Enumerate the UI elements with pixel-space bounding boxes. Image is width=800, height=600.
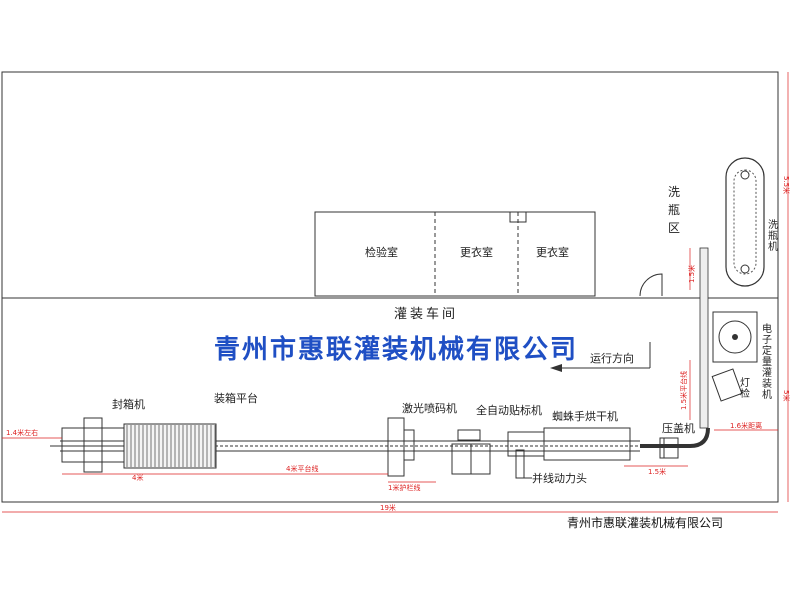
- company-watermark: 青州市惠联灌装机械有限公司: [214, 334, 578, 365]
- filler-center: [732, 334, 738, 340]
- conveyor-curve: [640, 427, 710, 448]
- bottle-washer-body: [725, 157, 765, 287]
- labeler-label: 全自动贴标机: [476, 403, 542, 417]
- laser-coder: [387, 417, 415, 477]
- right-vertical-conveyor: [640, 247, 710, 448]
- door-arc: [639, 273, 663, 297]
- merge-head-label: 并线动力头: [532, 471, 587, 485]
- bottle-washer-sprocket-bottom: [740, 264, 750, 274]
- cap-feeder: [711, 368, 743, 402]
- laser-coder-label: 激光喷码机: [402, 401, 457, 415]
- case-sealer-label: 封箱机: [112, 397, 145, 411]
- case-sealer-frame: [61, 427, 125, 463]
- filler-frame: [712, 311, 758, 363]
- capper-label: 压盖机: [662, 421, 695, 435]
- laser-coder-body: [387, 417, 405, 477]
- filler-machine: [712, 311, 758, 363]
- room-block-outline: [314, 211, 596, 297]
- packing-platform-body: [123, 423, 217, 469]
- building-outline: [1, 71, 779, 503]
- labeler: [451, 429, 491, 475]
- direction-label: 运行方向: [590, 351, 634, 365]
- dim-right-gap: 1.6米距离: [730, 421, 762, 430]
- filler-label: 电子定量灌装机: [762, 322, 772, 401]
- dryer-body: [543, 427, 631, 461]
- cap-feeder-label: 灯检: [740, 377, 750, 400]
- dimension-lines: [2, 72, 789, 513]
- dim-vertical-2: 1.5米平台线: [679, 371, 688, 410]
- room-inspection-label: 检验室: [365, 245, 398, 259]
- dim-guard-length: 1米护栏线: [388, 483, 420, 492]
- packing-platform: [123, 423, 217, 469]
- dim-right-lower: 5米: [782, 390, 791, 401]
- bottle-washer-sprocket-top: [740, 170, 750, 180]
- footer-company: 青州市惠联灌装机械有限公司: [567, 515, 723, 530]
- dim-total-width: 19米: [380, 503, 396, 512]
- dryer-inlet: [507, 431, 545, 457]
- dim-capper-length: 1.5米: [648, 467, 666, 476]
- dim-conveyor-length: 4米平台线: [286, 464, 318, 473]
- bottle-washer-track: [733, 169, 757, 275]
- upper-zone-outline: [1, 71, 779, 299]
- case-sealer-core: [83, 417, 103, 473]
- filling-workshop-label: 灌装车间: [394, 306, 458, 322]
- room-changing-1-label: 更衣室: [460, 245, 493, 259]
- bottle-washer: [725, 157, 765, 287]
- packing-platform-label: 装箱平台: [214, 391, 258, 405]
- dim-right-upper: 5.5米: [782, 176, 791, 194]
- door-notch: [509, 212, 527, 223]
- filler-turret: [718, 320, 752, 354]
- dim-left-gap: 1.4米左右: [6, 428, 38, 437]
- merge-head-body: [515, 449, 525, 479]
- vertical-conveyor-body: [699, 247, 709, 429]
- room-changing-2-label: 更衣室: [536, 245, 569, 259]
- laser-coder-head: [403, 429, 415, 461]
- labeler-head: [457, 429, 481, 441]
- capper-body: [659, 437, 679, 459]
- dryer-label: 蜘蛛手烘干机: [552, 409, 618, 423]
- direction-arrow: 运行方向: [550, 342, 651, 372]
- workshop-outline: [1, 297, 779, 503]
- dim-vertical-1: 1.5米: [687, 265, 696, 283]
- dim-packing-length: 4米: [132, 473, 143, 482]
- bottle-washer-label: 洗瓶机: [768, 219, 778, 253]
- bottle-wash-area-label: 洗瓶区: [668, 185, 680, 235]
- packing-platform-hatch: [126, 425, 216, 467]
- cap-feeder-body: [711, 368, 743, 402]
- capper: [659, 437, 679, 459]
- dryer: [507, 427, 631, 461]
- case-sealer: [50, 417, 125, 473]
- direction-arrow-head: [550, 364, 562, 372]
